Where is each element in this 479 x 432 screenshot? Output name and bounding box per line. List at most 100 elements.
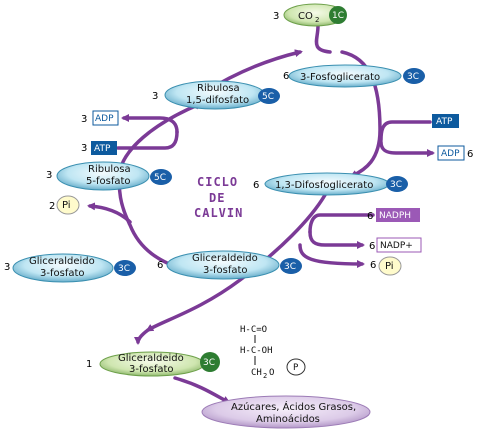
g3p-left-line2: 3-fosfato: [40, 268, 85, 279]
phosphate-circle: [286, 358, 306, 376]
g3p-mid-line2: 3-fosfato: [203, 265, 248, 276]
g3p-out-badge-text: 3C: [203, 358, 215, 368]
g3p-left-coef: 3: [4, 262, 10, 273]
g3p-left-badge-text: 3C: [118, 264, 130, 274]
ru5p-badge-text: 5C: [154, 173, 166, 183]
arrow-ru5p-to-rubp: [118, 102, 203, 172]
g3p-mid-coef: 6: [157, 260, 163, 271]
bpg-coef: 6: [253, 180, 259, 191]
adp-right-box: [437, 145, 465, 161]
rubp-line2: 1,5-difosfato: [186, 95, 249, 106]
title-line1: CICLO: [197, 175, 238, 189]
rubp-badge: [258, 88, 280, 104]
arrow-nadp-out: [308, 230, 365, 249]
pga-pill: [288, 64, 402, 88]
structure-line2: H-C-OH: [240, 346, 273, 356]
bpg-badge: [386, 176, 408, 192]
cycle-title: CICLO DE CALVIN: [194, 175, 243, 220]
co2-badge: [329, 6, 347, 24]
g3p-left-pill: [12, 253, 114, 283]
products-line1: Azúcares, Ácidos Grasos,: [231, 400, 356, 413]
nadp-out: 6 NADP+: [369, 237, 422, 253]
pi-left-coef: 2: [49, 201, 55, 212]
pi-right-label: Pi: [385, 261, 394, 272]
pi-left: 2 Pi: [49, 195, 80, 215]
pi-right-coef: 6: [370, 260, 376, 271]
nadph-coef: 6: [367, 211, 373, 222]
co2-sub: 2: [315, 16, 319, 24]
atp-right-label: ATP: [436, 117, 453, 127]
arrow-pi-out-left: [87, 202, 132, 224]
nadp-box: [376, 237, 422, 253]
atp-left-label: ATP: [94, 144, 111, 154]
adp-left-coef: 3: [81, 114, 87, 125]
nadp-label: NADP+: [380, 241, 413, 251]
g3p-left-node: 3 Gliceraldeido 3-fosfato 3C: [4, 253, 136, 283]
arrow-atp-left: [116, 130, 179, 150]
title-line3: CALVIN: [194, 206, 243, 220]
arrow-atp-right: [379, 120, 432, 142]
g3p-mid-line1: Gliceraldeido: [192, 253, 258, 264]
g3p-mid-node: 6 Gliceraldeido 3-fosfato 3C: [157, 250, 302, 280]
bpg-badge-text: 3C: [390, 180, 402, 190]
structure-line1: H-C=O: [240, 325, 267, 335]
ru5p-coef: 3: [46, 170, 52, 181]
g3p-left-line1: Gliceraldeido: [29, 256, 95, 267]
products-line2: Aminoácidos: [256, 413, 320, 425]
g3p-out-line1: Gliceraldeido: [118, 353, 184, 364]
arrow-bpg-to-g3p: [145, 193, 327, 332]
arrow-pi-out-right: [298, 243, 365, 268]
arrow-g3p-export: [134, 328, 150, 345]
pga-node: 6 3-Fosfoglicerato 3C: [283, 64, 425, 88]
g3p-left-badge: [114, 260, 136, 276]
pi-right: 6 Pi: [370, 256, 402, 276]
adp-left: 3 ADP: [81, 110, 119, 126]
co2-node: 3 CO 2 1C: [273, 3, 347, 27]
nadph-in: 6 NADPH: [367, 208, 420, 222]
co2-label: CO: [298, 11, 313, 22]
rubp-coef: 3: [152, 91, 158, 102]
nadph-box: [376, 208, 420, 222]
co2-badge-text: 1C: [332, 11, 344, 21]
atp-right: ATP: [432, 114, 459, 128]
title-line2: DE: [209, 191, 225, 205]
bpg-node: 6 1,3-Difosfoglicerato 3C: [253, 172, 408, 196]
pi-left-oval: [56, 195, 80, 215]
adp-right-coef: 6: [467, 149, 473, 160]
nadp-coef: 6: [369, 241, 375, 252]
products-node: Azúcares, Ácidos Grasos, Aminoácidos: [201, 395, 371, 429]
rubp-node: 3 Ribulosa 1,5-difosfato 5C: [152, 80, 280, 110]
bpg-label: 1,3-Difosfoglicerato: [275, 180, 373, 191]
pga-badge: [403, 68, 425, 84]
pi-left-label: Pi: [62, 200, 71, 211]
g3p-mid-badge: [280, 258, 302, 274]
adp-right-label: ADP: [441, 149, 460, 159]
g3p-mid-pill: [166, 250, 280, 280]
pga-coef: 6: [283, 71, 289, 82]
g3p-out-coef: 1: [86, 359, 92, 370]
arrow-co2-in: [314, 24, 332, 54]
ru5p-badge: [150, 169, 172, 185]
adp-right: ADP 6: [437, 145, 473, 161]
structure-o: O: [269, 368, 274, 378]
products-pill: [201, 395, 371, 429]
atp-left-coef: 3: [81, 143, 87, 154]
pi-right-oval: [378, 256, 402, 276]
atp-left: 3 ATP: [81, 141, 117, 155]
g3p-out-node: 1 Gliceraldeido 3-fosfato 3C: [86, 351, 220, 377]
phosphate-label: P: [293, 363, 299, 373]
g3p-out-badge: [200, 352, 220, 372]
structure-line3: CH: [251, 368, 262, 378]
arrow-3pga-to-bpg: [340, 50, 382, 178]
atp-left-box: [91, 141, 117, 155]
arrow-nadph-in: [308, 213, 375, 234]
adp-left-box: [92, 110, 119, 126]
g3p-out-line2: 3-fosfato: [129, 364, 174, 375]
rubp-line1: Ribulosa: [197, 83, 240, 94]
g3p-structure: H-C=O H-C-OH CH 2 O P: [240, 325, 306, 380]
co2-coef: 3: [273, 11, 279, 22]
adp-left-label: ADP: [95, 114, 114, 124]
arrow-adp-right: [379, 140, 435, 157]
ru5p-node: 3 Ribulosa 5-fosfato 5C: [46, 161, 172, 191]
